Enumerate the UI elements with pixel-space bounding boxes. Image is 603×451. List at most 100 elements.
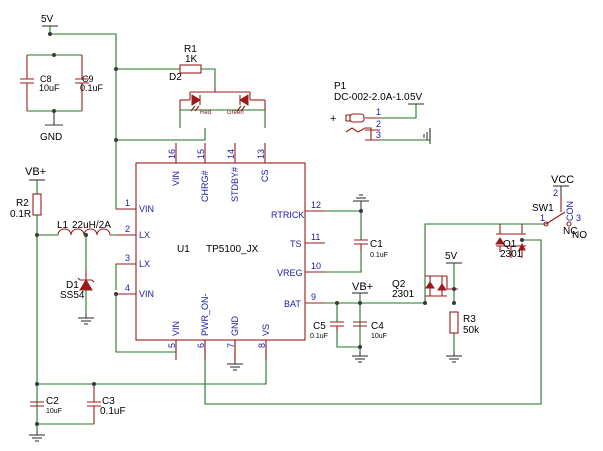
svg-text:5V: 5V xyxy=(445,251,458,262)
power-symbols: 5V GND VB+ xyxy=(25,14,574,442)
resistor-r2: R2 0.1R xyxy=(10,193,42,220)
svg-text:VIN: VIN xyxy=(171,171,181,186)
gnd-c2-c3 xyxy=(29,431,45,442)
svg-text:R2: R2 xyxy=(16,198,29,209)
svg-text:NO: NO xyxy=(572,230,587,241)
capacitor-c9: C9 0.1uF xyxy=(75,55,104,111)
svg-text:5: 5 xyxy=(167,343,177,348)
switch-sw1: SW1 CON 2 1 3 NC NO xyxy=(532,188,587,241)
net-5v-q2: 5V xyxy=(445,251,462,264)
svg-text:CON: CON xyxy=(565,201,575,221)
svg-text:Q1: Q1 xyxy=(503,239,517,250)
svg-text:STDBY#: STDBY# xyxy=(230,167,240,202)
svg-text:VB+: VB+ xyxy=(25,166,46,178)
capacitor-c5: C5 0.1uF xyxy=(310,321,344,340)
gnd-c8-c9: GND xyxy=(40,111,63,143)
svg-text:TS: TS xyxy=(290,239,302,249)
svg-text:8: 8 xyxy=(257,343,267,348)
svg-text:14: 14 xyxy=(226,149,236,159)
net-5v-p1: 5V xyxy=(408,92,424,105)
svg-text:U1: U1 xyxy=(177,244,190,255)
svg-text:0.1uF: 0.1uF xyxy=(370,252,388,259)
svg-text:9: 9 xyxy=(311,292,316,302)
svg-text:3: 3 xyxy=(576,213,581,223)
svg-text:12: 12 xyxy=(311,200,321,210)
svg-text:2: 2 xyxy=(125,224,130,234)
svg-text:D2: D2 xyxy=(169,72,182,83)
svg-text:1K: 1K xyxy=(185,54,198,65)
junctions xyxy=(35,32,524,426)
svg-text:2301: 2301 xyxy=(392,289,415,300)
svg-text:13: 13 xyxy=(256,149,266,159)
svg-text:0.1uF: 0.1uF xyxy=(80,83,104,93)
capacitor-c3: C3 0.1uF xyxy=(87,384,126,424)
svg-text:1: 1 xyxy=(125,198,130,208)
resistor-r3: R3 50k xyxy=(449,311,480,336)
svg-text:+: + xyxy=(330,113,336,125)
svg-text:RTRICK: RTRICK xyxy=(271,210,304,220)
svg-text:R1: R1 xyxy=(184,44,197,55)
svg-text:2301: 2301 xyxy=(500,249,523,260)
connector-p1: P1 DC-002-2.0A-1.0 + 1 2 3 xyxy=(330,81,410,141)
capacitor-c2: C2 10uF xyxy=(30,396,62,415)
svg-text:2: 2 xyxy=(376,119,381,129)
svg-text:R3: R3 xyxy=(463,314,476,325)
svg-text:C3: C3 xyxy=(102,396,115,407)
capacitor-c8: C8 10uF xyxy=(20,55,60,111)
diode-d1: D1 SS54 xyxy=(60,270,95,301)
svg-text:VS: VS xyxy=(261,324,271,336)
svg-text:3: 3 xyxy=(125,253,130,263)
svg-text:10uF: 10uF xyxy=(371,333,387,340)
svg-text:LX: LX xyxy=(139,259,150,269)
svg-text:C5: C5 xyxy=(313,321,326,332)
svg-text:LX: LX xyxy=(139,230,150,240)
svg-text:0.1uF: 0.1uF xyxy=(100,406,126,417)
svg-text:Red: Red xyxy=(200,110,211,116)
svg-text:1: 1 xyxy=(376,107,381,117)
svg-text:GND: GND xyxy=(40,132,62,143)
gnd-r3 xyxy=(446,352,462,363)
resistor-r1: R1 1K xyxy=(179,44,202,74)
svg-text:10uF: 10uF xyxy=(39,83,60,93)
svg-text:NC: NC xyxy=(563,226,577,237)
ic-u1-tp5100: U1 TP5100_JX 1 2 3 4 VIN LX LX VIN 5 6 7… xyxy=(116,143,325,360)
net-vb-plus-right: VB+ xyxy=(352,281,373,294)
svg-text:C8: C8 xyxy=(40,74,52,84)
svg-text:GND: GND xyxy=(230,316,240,337)
svg-text:10: 10 xyxy=(311,261,321,271)
svg-text:1: 1 xyxy=(540,213,545,223)
net-vcc: VCC xyxy=(551,174,574,196)
svg-text:CHRG#: CHRG# xyxy=(200,170,210,202)
svg-text:SS54: SS54 xyxy=(60,290,85,301)
svg-text:VIN: VIN xyxy=(139,204,154,214)
mosfet-q1: Q1 2301 xyxy=(495,224,526,260)
svg-text:C2: C2 xyxy=(46,396,59,407)
svg-text:VIN: VIN xyxy=(171,321,181,336)
svg-text:PWR_ON-: PWR_ON- xyxy=(200,293,210,336)
svg-text:7: 7 xyxy=(226,343,236,348)
capacitor-c1: C1 0.1uF xyxy=(354,239,388,259)
svg-text:5V: 5V xyxy=(41,14,54,25)
svg-text:VCC: VCC xyxy=(551,174,574,186)
svg-text:BAT: BAT xyxy=(284,299,301,309)
svg-text:SW1: SW1 xyxy=(532,203,554,214)
gnd-rtrick xyxy=(353,194,369,211)
svg-text:C9: C9 xyxy=(82,74,94,84)
svg-text:VB+: VB+ xyxy=(352,281,373,293)
svg-text:5V: 5V xyxy=(410,92,423,103)
svg-text:16: 16 xyxy=(167,149,177,159)
svg-text:11: 11 xyxy=(311,232,320,242)
svg-text:10uF: 10uF xyxy=(46,408,62,415)
svg-text:CS: CS xyxy=(260,169,270,182)
svg-text:22uH/2A: 22uH/2A xyxy=(72,220,111,231)
svg-text:4: 4 xyxy=(125,283,130,293)
svg-text:VREG: VREG xyxy=(277,268,303,278)
gnd-d1 xyxy=(78,314,94,325)
net-vb-plus-left: VB+ xyxy=(25,166,46,181)
svg-text:15: 15 xyxy=(196,149,206,159)
wires xyxy=(27,26,546,431)
svg-text:Q2: Q2 xyxy=(392,279,406,290)
svg-text:3: 3 xyxy=(376,130,381,140)
svg-text:2: 2 xyxy=(553,188,558,198)
